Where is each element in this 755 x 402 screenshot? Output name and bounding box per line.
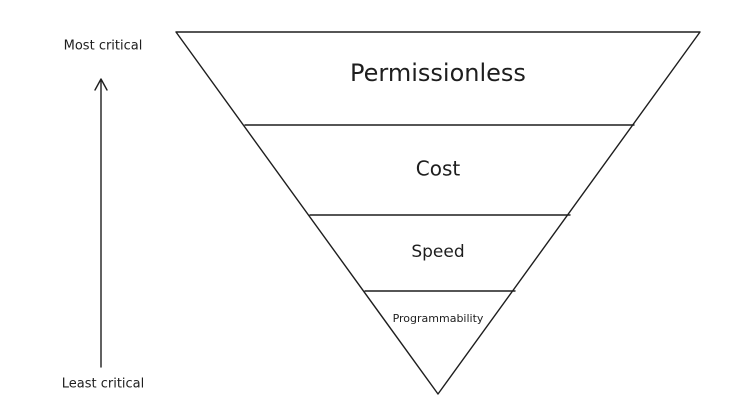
most-critical-label: Most critical [64,39,143,54]
axis-arrow-head [94,78,108,91]
tier-label-cost: Cost [416,157,461,181]
priority-axis-arrow [94,78,108,368]
tier-label-programmability: Programmability [393,312,484,325]
least-critical-label: Least critical [62,377,145,392]
tier-label-permissionless: Permissionless [350,59,526,87]
inverted-triangle-outline [175,31,701,395]
tier-label-speed: Speed [411,242,464,262]
